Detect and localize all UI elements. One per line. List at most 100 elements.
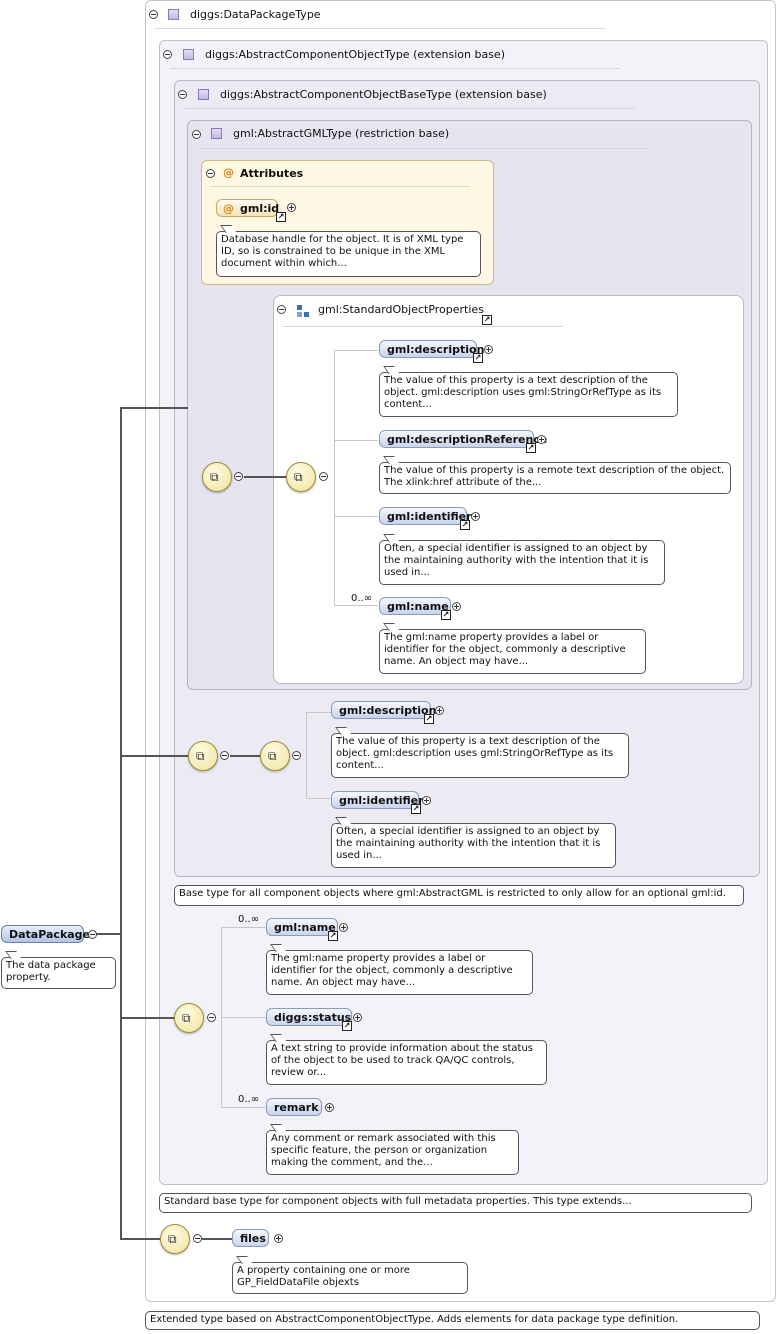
expand-icon[interactable]: [452, 602, 461, 611]
branch-line: [334, 605, 378, 606]
occurrence-label: 0..∞: [238, 1094, 260, 1105]
data-package-root-element[interactable]: DataPackage: [1, 925, 90, 943]
abstract-component-object-base-type-title: diggs:AbstractComponentObjectBaseType (e…: [220, 88, 547, 101]
expand-icon[interactable]: [353, 1013, 362, 1022]
collapse-icon[interactable]: [277, 305, 286, 314]
reference-arrow-icon[interactable]: ↗: [441, 610, 451, 620]
collapse-icon[interactable]: [88, 930, 97, 939]
divider: [155, 28, 605, 29]
gml-id-doc: Database handle for the object. It is of…: [216, 231, 481, 277]
sequence-compositor-icon[interactable]: ⧉: [260, 741, 290, 771]
branch-line: [334, 516, 378, 517]
branch-line: [221, 1107, 266, 1108]
expand-icon[interactable]: [325, 1103, 334, 1112]
branch-line: [306, 798, 331, 799]
collapse-icon[interactable]: [149, 10, 158, 19]
files-doc: A property containing one or more GP_Fie…: [232, 1262, 468, 1294]
gml-name-element[interactable]: gml:name: [379, 597, 451, 615]
reference-arrow-icon[interactable]: ↗: [482, 315, 492, 325]
standard-object-properties-title: gml:StandardObjectProperties: [318, 303, 484, 316]
branch-line: [221, 927, 266, 928]
branch-line: [306, 712, 307, 798]
divider: [198, 148, 648, 149]
divider: [210, 186, 470, 187]
collapse-icon[interactable]: [163, 50, 172, 59]
collapse-icon[interactable]: [220, 751, 229, 760]
remark-doc: Any comment or remark associated with th…: [266, 1130, 519, 1175]
complex-type-icon: [211, 128, 222, 139]
component-gml-name-element[interactable]: gml:name: [266, 918, 338, 936]
reference-arrow-icon[interactable]: ↗: [328, 931, 338, 941]
abstract-component-object-type-title: diggs:AbstractComponentObjectType (exten…: [205, 48, 505, 61]
collapse-icon[interactable]: [193, 1234, 202, 1243]
remark-element[interactable]: remark: [266, 1098, 322, 1116]
collapse-icon[interactable]: [178, 90, 187, 99]
branch-line: [334, 440, 378, 441]
expand-icon[interactable]: [435, 706, 444, 715]
base-gml-description-element[interactable]: gml:description: [331, 701, 436, 719]
branch-line: [334, 350, 335, 605]
collapse-icon[interactable]: [206, 169, 215, 178]
base-gml-identifier-element[interactable]: gml:identifier: [331, 791, 424, 809]
expand-icon[interactable]: [339, 923, 348, 932]
base-gml-identifier-doc: Often, a special identifier is assigned …: [331, 823, 616, 868]
abstract-gml-type-title: gml:AbstractGMLType (restriction base): [233, 127, 450, 140]
collapse-icon[interactable]: [192, 130, 201, 139]
reference-arrow-icon[interactable]: ↗: [276, 212, 286, 222]
diggs-status-element[interactable]: diggs:status: [266, 1008, 352, 1026]
divider: [185, 108, 635, 109]
component-gml-name-doc: The gml:name property provides a label o…: [266, 950, 533, 995]
collapse-icon[interactable]: [234, 472, 243, 481]
collapse-icon[interactable]: [319, 472, 328, 481]
connector-line: [120, 1238, 160, 1240]
attributes-title: Attributes: [240, 167, 304, 180]
collapse-icon[interactable]: [207, 1013, 216, 1022]
connector-line: [244, 476, 286, 478]
gml-identifier-element[interactable]: gml:identifier: [379, 507, 472, 525]
files-element[interactable]: files: [232, 1229, 269, 1247]
expand-icon[interactable]: [287, 203, 296, 212]
complex-type-icon: [168, 9, 179, 20]
gml-id-label: gml:id: [240, 202, 280, 215]
reference-arrow-icon[interactable]: ↗: [473, 353, 483, 363]
gml-description-reference-doc: The value of this property is a remote t…: [379, 462, 731, 494]
base-gml-description-doc: The value of this property is a text des…: [331, 733, 629, 778]
gml-identifier-doc: Often, a special identifier is assigned …: [379, 540, 665, 585]
sequence-compositor-icon[interactable]: ⧉: [286, 462, 316, 492]
reference-arrow-icon[interactable]: ↗: [342, 1021, 352, 1031]
branch-line: [221, 1017, 266, 1018]
base-type-doc: Base type for all component objects wher…: [174, 885, 744, 906]
expand-icon[interactable]: [422, 796, 431, 805]
sequence-compositor-icon[interactable]: ⧉: [174, 1003, 204, 1033]
gml-name-doc: The gml:name property provides a label o…: [379, 629, 646, 674]
divider: [170, 68, 620, 69]
connector-line: [120, 407, 188, 409]
divider: [283, 326, 563, 327]
attribute-icon: @: [223, 202, 234, 215]
connector-line: [120, 755, 188, 757]
reference-arrow-icon[interactable]: ↗: [411, 804, 421, 814]
sequence-compositor-icon[interactable]: ⧉: [160, 1224, 190, 1254]
reference-arrow-icon[interactable]: ↗: [526, 443, 536, 453]
expand-icon[interactable]: [274, 1234, 283, 1243]
expand-icon[interactable]: [484, 345, 493, 354]
group-icon: [297, 305, 309, 317]
connector-line: [230, 755, 260, 757]
collapse-icon[interactable]: [292, 751, 301, 760]
component-type-doc: Standard base type for component objects…: [159, 1193, 752, 1213]
expand-icon[interactable]: [537, 435, 546, 444]
expand-icon[interactable]: [471, 512, 480, 521]
complex-type-icon: [183, 49, 194, 60]
attribute-icon: @: [223, 166, 234, 179]
occurrence-label: 0..∞: [238, 914, 260, 925]
reference-arrow-icon[interactable]: ↗: [424, 714, 434, 724]
connector-line: [202, 1238, 232, 1240]
connector-line: [120, 408, 122, 1240]
sequence-compositor-icon[interactable]: ⧉: [188, 741, 218, 771]
gml-description-element[interactable]: gml:description: [379, 340, 484, 358]
gml-id-attribute[interactable]: @ gml:id: [216, 199, 280, 217]
connector-line: [120, 1017, 174, 1019]
gml-description-reference-element[interactable]: gml:descriptionReference: [379, 430, 547, 448]
reference-arrow-icon[interactable]: ↗: [460, 520, 470, 530]
sequence-compositor-icon[interactable]: ⧉: [202, 462, 232, 492]
